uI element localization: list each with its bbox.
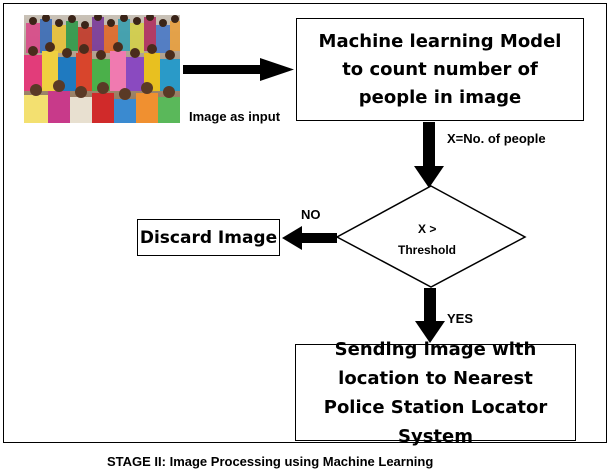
crowd-input-image [24, 15, 180, 123]
diagram-frame [3, 3, 607, 443]
send-to-police-box: Sending image with location to Nearest P… [295, 339, 576, 447]
image-as-input-label: Image as input [189, 109, 281, 124]
ml-model-text: Machine learning Model to count number o… [318, 30, 562, 108]
yes-arrow [415, 288, 445, 343]
send-to-police-text: Sending image with location to Nearest P… [323, 338, 548, 447]
figure-caption: STAGE II: Image Processing using Machine… [107, 454, 434, 469]
ml-model-box: Machine learning Model to count number o… [296, 18, 584, 121]
decision-text-line1: X > [418, 222, 437, 236]
decision-text-line2: Threshold [398, 243, 457, 257]
crowd-photo-graphic [24, 15, 180, 123]
no-arrow [282, 226, 337, 250]
model-to-decision-arrow [414, 122, 444, 188]
no-label: NO [301, 207, 321, 222]
people-count-label: X=No. of people [447, 131, 546, 146]
discard-image-box: Discard Image [137, 219, 280, 256]
discard-image-text: Discard Image [139, 227, 278, 248]
image-to-model-arrow [183, 58, 294, 81]
threshold-decision-diamond [335, 185, 527, 288]
yes-label: YES [447, 311, 474, 326]
